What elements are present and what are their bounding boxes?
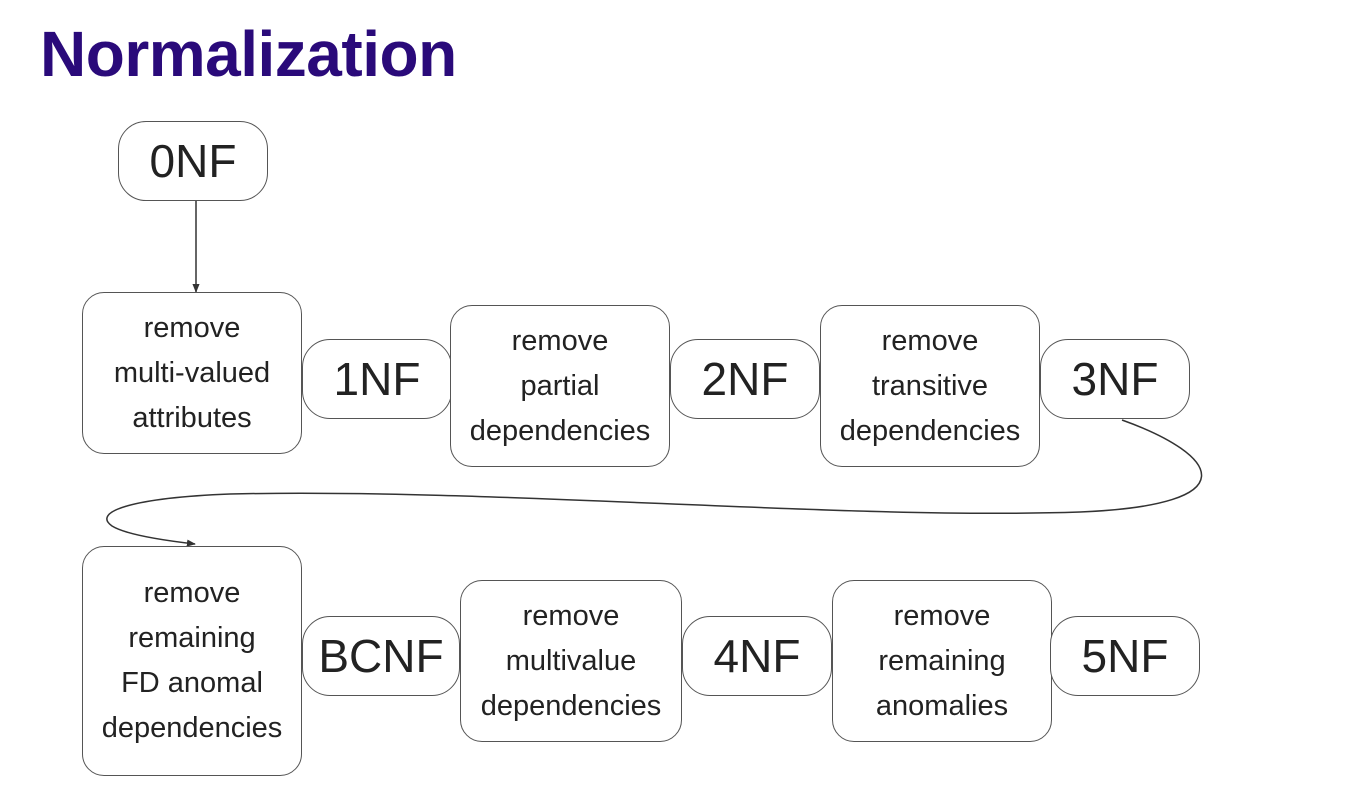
step-line: remove xyxy=(143,577,241,609)
step-remove-multi-valued-attributes: remove multi-valued attributes xyxy=(82,292,302,454)
nf-0nf: 0NF xyxy=(118,121,268,201)
step-line: dependencies xyxy=(839,414,1021,447)
step-line: multivalue xyxy=(505,644,637,677)
step-line: remove xyxy=(143,311,241,344)
step-line: remove xyxy=(511,324,609,357)
step-line: remove xyxy=(881,324,979,357)
step-line: attributes xyxy=(132,401,252,434)
step-line: remove xyxy=(522,599,620,632)
step-line: transitive xyxy=(871,369,989,402)
nf-3nf-label: 3NF xyxy=(1071,353,1159,405)
step-line: partial xyxy=(520,369,600,402)
step-line: multi-valued xyxy=(113,356,271,389)
nf-4nf: 4NF xyxy=(682,616,832,696)
nf-1nf-label: 1NF xyxy=(333,353,421,405)
step-line: remove xyxy=(893,599,991,632)
nf-bcnf: BCNF xyxy=(302,616,460,696)
step-remove-remaining-anomalies: remove remaining anomalies xyxy=(832,580,1052,742)
step-remove-remaining-fd-anomal-dependencies: remove remaining FD anomal dependencies xyxy=(82,546,302,776)
nf-0nf-label: 0NF xyxy=(149,135,237,187)
step-remove-multivalue-dependencies: remove multivalue dependencies xyxy=(460,580,682,742)
nf-3nf: 3NF xyxy=(1040,339,1190,419)
page-title: Normalization xyxy=(40,18,457,90)
step-line: dependencies xyxy=(480,689,662,722)
nf-2nf-label: 2NF xyxy=(701,353,789,405)
nf-bcnf-label: BCNF xyxy=(318,630,444,682)
step-line: FD anomal xyxy=(121,667,263,699)
nf-2nf: 2NF xyxy=(670,339,820,419)
step-line: dependencies xyxy=(101,712,283,744)
step-line: remaining xyxy=(878,644,1006,677)
step-line: anomalies xyxy=(875,689,1009,722)
nf-5nf: 5NF xyxy=(1050,616,1200,696)
step-line: remaining xyxy=(128,622,256,654)
step-remove-transitive-dependencies: remove transitive dependencies xyxy=(820,305,1040,467)
nf-5nf-label: 5NF xyxy=(1081,630,1169,682)
nf-1nf: 1NF xyxy=(302,339,452,419)
step-remove-partial-dependencies: remove partial dependencies xyxy=(450,305,670,467)
nf-4nf-label: 4NF xyxy=(713,630,801,682)
step-line: dependencies xyxy=(469,414,651,447)
